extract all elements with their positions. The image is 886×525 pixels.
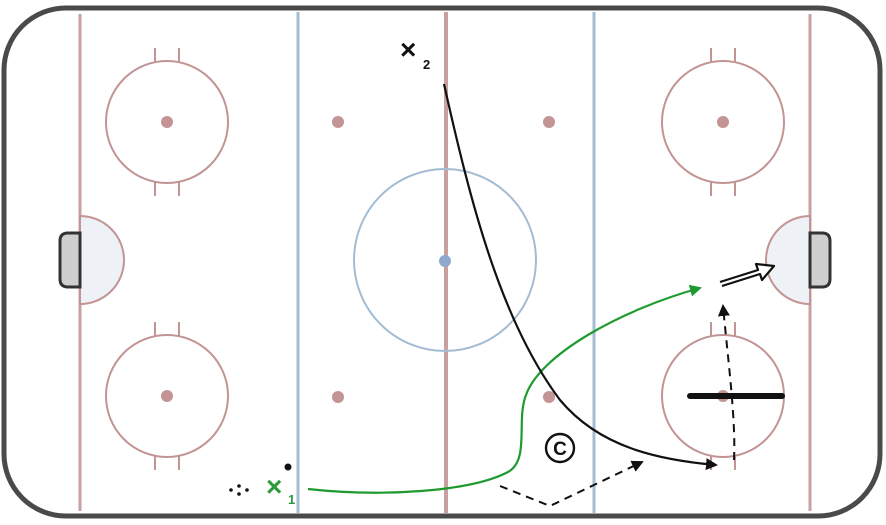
faceoff-circle-top-left xyxy=(105,48,229,196)
player-x2-mark: × xyxy=(400,34,416,65)
puck-stack-icon xyxy=(229,484,249,496)
player-x1: × 1 xyxy=(266,471,295,507)
pass-route-2 xyxy=(717,304,736,461)
faceoff-dot-top-left xyxy=(161,116,173,128)
center-dot xyxy=(439,255,451,267)
player-x2-sub: 2 xyxy=(423,57,430,72)
neutral-dot-bottom-right xyxy=(543,391,555,403)
player-x1-mark: × xyxy=(266,471,282,502)
center-circle xyxy=(353,168,537,352)
faceoff-circle-top-right xyxy=(661,48,785,196)
skate-path-x1 xyxy=(307,284,702,494)
goal-crease-right xyxy=(765,214,811,306)
neutral-dot-bottom-left xyxy=(332,391,344,403)
puck-dot xyxy=(284,463,292,471)
player-x2: × 2 xyxy=(400,34,430,72)
shot-arrow xyxy=(719,262,776,288)
faceoff-circle-bottom-left xyxy=(105,322,229,470)
skate-path-x2 xyxy=(442,83,718,471)
goal-net-right xyxy=(808,231,832,289)
player-x1-sub: 1 xyxy=(288,492,295,507)
pass-route-1 xyxy=(499,460,644,508)
faceoff-dot-bottom-left xyxy=(161,390,173,402)
coach-circle-icon: C xyxy=(544,432,576,464)
faceoff-dot-top-right xyxy=(717,116,729,128)
neutral-dot-top-right xyxy=(543,116,555,128)
goal-crease-left xyxy=(79,214,125,306)
goal-net-left xyxy=(58,231,82,289)
coach-label: C xyxy=(553,439,567,460)
neutral-dot-top-left xyxy=(332,116,344,128)
